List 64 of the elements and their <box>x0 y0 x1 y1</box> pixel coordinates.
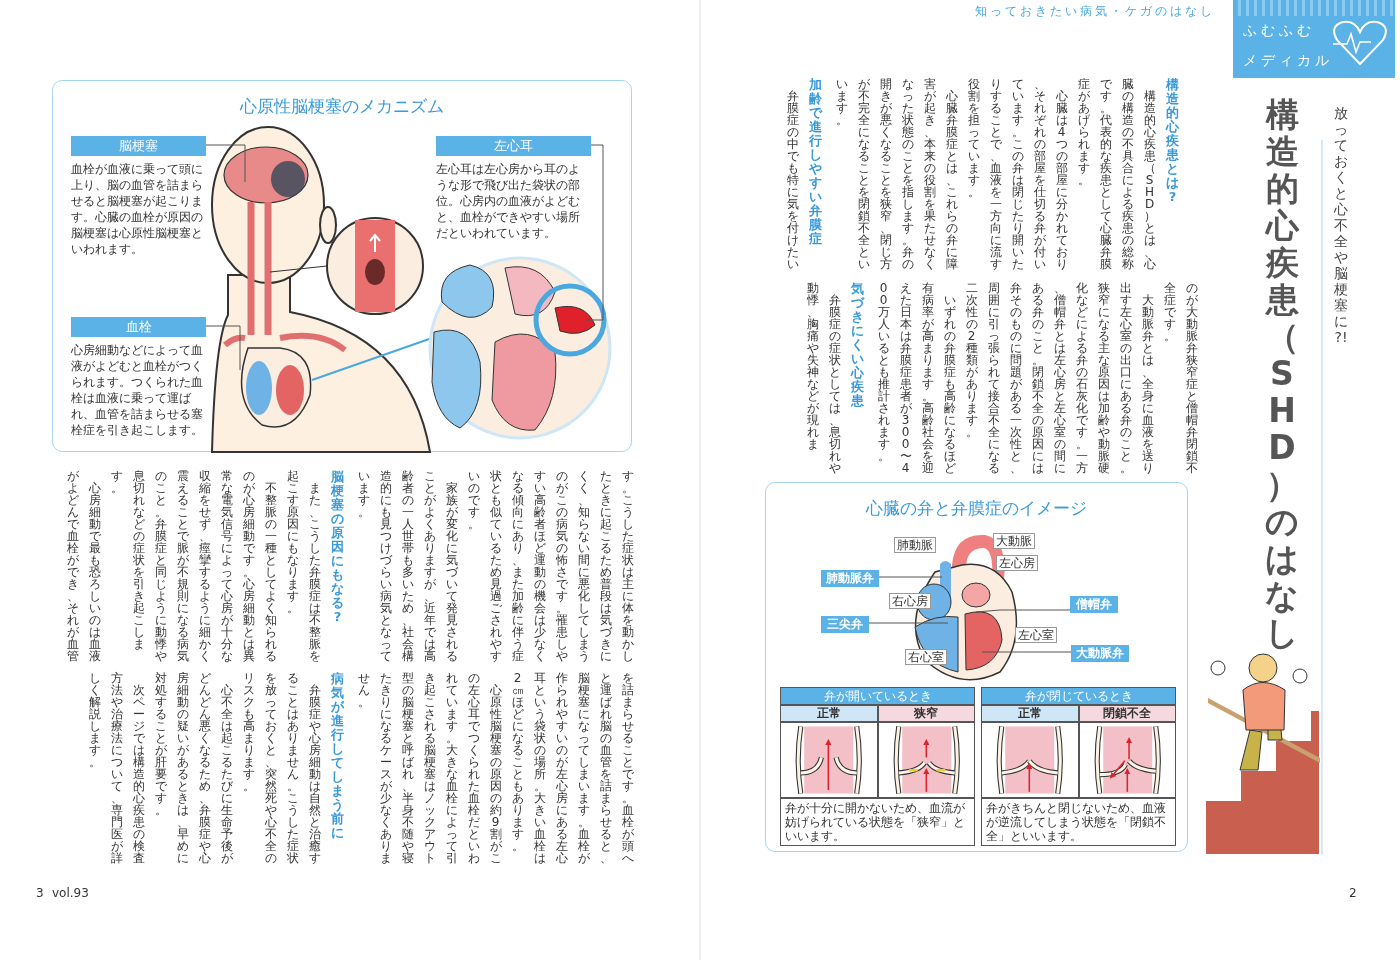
body-paragraph: 家族が変化に気づいて発見されることがよくありますが、近年では高齢者の一人世帯も多いため、社会構造的にも見つけづらい病気となっています。 <box>357 470 458 662</box>
figure-title: 心臓の弁と弁膜症のイメージ <box>865 497 1088 520</box>
leader-line <box>981 651 1072 653</box>
body-paragraph: を詰まらせることです。血栓が頭へと運ばれ脳の血管を詰まらせると、脳梗塞になってしまいます。血栓が作られやすいのが左心房にある左心耳という袋状の場所。大きい血栓は2㎝ほどになることもあります。 <box>511 672 634 864</box>
valve-label: 僧帽弁 <box>1070 596 1118 613</box>
callout-text: 心房細動などによって血液がよどむと血栓がつくられます。つくられた血栓は血液に乗って運ばれ、血管を詰まらせる塞栓症を引き起こします。 <box>71 342 204 438</box>
series-name: ふむふむ <box>1243 22 1315 40</box>
column-header: 正常 <box>981 705 1079 722</box>
valve-label: 三尖弁 <box>821 616 869 633</box>
chamber-label: 右心房 <box>889 593 931 609</box>
body-paragraph: 次ページでは構造的心疾患の検査方法や治療法について、専門医が詳しく解説します。 <box>88 672 145 864</box>
section-header: 知っておきたい病気・ケガのはなし <box>975 3 1215 20</box>
body-paragraph: のが大動脈弁狭窄症と僧帽弁閉鎖不全症です。 <box>1163 282 1198 474</box>
column-header: 正常 <box>780 705 878 722</box>
body-paragraph: いずれの弁膜症も高齢になるほど有病率が高まります。高齢社会を迎えた日本は弁膜症患者が300〜400万人いるとも推計されます。 <box>877 282 956 474</box>
column-header: 閉鎖不全 <box>1078 705 1176 722</box>
section-heading: 脳梗塞の原因にもなる? <box>330 470 345 626</box>
body-paragraph: 心房細動で最も恐ろしいのは血液がよどんで血栓ができ、それが血管 <box>66 470 101 662</box>
body-paragraph: 大動脈弁とは、全身に血液を送り出す左心室の出口にある弁のこと。狭窄になる主な原因は加齢や動脈硬化などによる弁の石灰化です。一方、僧帽弁とは左心房と左心室の間にある弁のこと。閉鎖不全の原因には弁そのものに問題がある一次性と、周囲に引っ張られて接合不全になる二次性の2種類があります。 <box>965 282 1154 474</box>
page-number: 3 <box>36 886 44 900</box>
body-paragraph: 心不全は起こるたびに生命予後がどんどん悪くなるため、弁膜症や心房細動の疑いがあるときは、早めに対処することが肝要です。 <box>154 672 233 864</box>
callout-heading: 脳梗塞 <box>71 136 206 156</box>
table-caption: 弁がきちんと閉じないため、血液が逆流してしまう状態を「閉鎖不全」といいます。 <box>981 798 1176 846</box>
body-paragraph: また、こうした弁膜症は不整脈を起こす原因にもなります。 <box>286 470 321 662</box>
leader-line <box>868 622 949 624</box>
leader-line <box>975 609 1071 613</box>
callout-heading: 血栓 <box>71 317 206 337</box>
body-paragraph: 心臓は4つの部屋に分かれており、それぞれの部屋を仕切る弁が付いています。この弁は閉じたり開いたりすることで、血液を一方向に流す役割を担っています。 <box>967 78 1068 270</box>
table-caption: 弁が十分に開かないため、血流が妨げられている状態を「狭窄」といいます。 <box>780 798 975 846</box>
section-heading: 構造的心疾患とは? <box>1165 78 1180 206</box>
chamber-label: 左心室 <box>1015 627 1057 643</box>
body-paragraph: 不整脈の一種としてよく知られるのが心房細動です。心房細動とは異常な電気信号によって心房が十分な収縮をせず、痙攣するように細かく震えることで脈が不規則になる病気のこと。弁膜症と同じように動悸や息切れなどの症状を引き起こします。 <box>110 470 277 662</box>
chamber-label: 大動脈 <box>993 533 1035 549</box>
chamber-label: 右心室 <box>905 649 947 665</box>
body-paragraph: 構造的心疾患（SHD）とは、心臓の構造の不具合による疾患の総称です。代表的な疾患として心臓弁膜症があげられます。 <box>1077 78 1156 270</box>
callout-text: 左心耳は左心房から耳のような形で飛び出た袋状の部位。心房内の血液がよどむと、血栓ができやすい場所だといわれています。 <box>436 161 581 241</box>
leader-line <box>205 325 241 371</box>
valve-label: 肺動脈弁 <box>821 570 879 587</box>
table-header: 弁が閉じているとき <box>981 687 1176 705</box>
callout-heading: 左心耳 <box>436 136 591 156</box>
series-name: メディカル <box>1243 52 1333 70</box>
body-paragraph: す。こうした症状は主に体を動かしたときに起こるため普段は気づきにくく、知らない間に悪化してしまうのがこの病気の怖さです。罹患しやすい高齢者ほど運動の機会は少なくなる傾向にあり、また加齢に伴う症状とも似ているため見過ごされやすいのです。 <box>467 470 634 662</box>
series-badge <box>1233 0 1395 78</box>
chamber-label: 左心房 <box>996 555 1038 571</box>
leader-line <box>584 144 604 321</box>
body-paragraph: 心臓弁膜症とは、これらの弁に障害が起き、本来の役割を果たせなくなった状態のことを指します。弁の開きが悪くなることを狭窄、閉じ方が不完全になることを閉鎖不全といいます。 <box>835 78 958 270</box>
issue-number: vol.93 <box>52 886 89 900</box>
page-title: 構造的心疾患（SHD）のはなし <box>1264 96 1301 654</box>
column-header: 狭窄 <box>877 705 975 722</box>
body-paragraph: 弁膜症や心房細動は自然と治癒することはありません。こうした症状を放っておくと、突然死や心不全のリスクも高まります。 <box>242 672 321 864</box>
section-heading: 気づきにくい心疾患 <box>850 282 865 410</box>
subtitle: 放っておくと心不全や脳梗塞に!? <box>1333 105 1349 347</box>
leader-line <box>205 144 246 183</box>
callout-text: 血栓が血液に乗って頭に上り、脳の血管を詰まらせると脳梗塞が起こります。心臓の血栓が原因の脳梗塞は心原性脳梗塞といわれます。 <box>71 161 204 257</box>
chamber-label: 肺動脈 <box>894 537 936 553</box>
body-paragraph: 弁膜症の症状としては、息切れや動悸、胸痛や失神などが現れま <box>806 282 841 474</box>
figure-title: 心原性脳梗塞のメカニズム <box>239 95 445 118</box>
leader-line <box>878 576 943 578</box>
body-paragraph: 心原性脳梗塞の原因の約9割がこの左心耳でつくられた血栓だといわれています。大きな血栓によって引き起こされる脳梗塞はノックアウト型の脳梗塞と呼ばれ、半身不随や寝たきりになるケースが少なくありません。 <box>357 672 502 864</box>
table-header: 弁が開いているとき <box>780 687 975 705</box>
valve-label: 大動脈弁 <box>1071 645 1129 662</box>
section-heading: 病気が進行してしまう前に <box>330 672 345 842</box>
page-number: 2 <box>1349 886 1357 900</box>
section-heading: 加齢で進行しやすい弁膜症 <box>808 78 823 248</box>
